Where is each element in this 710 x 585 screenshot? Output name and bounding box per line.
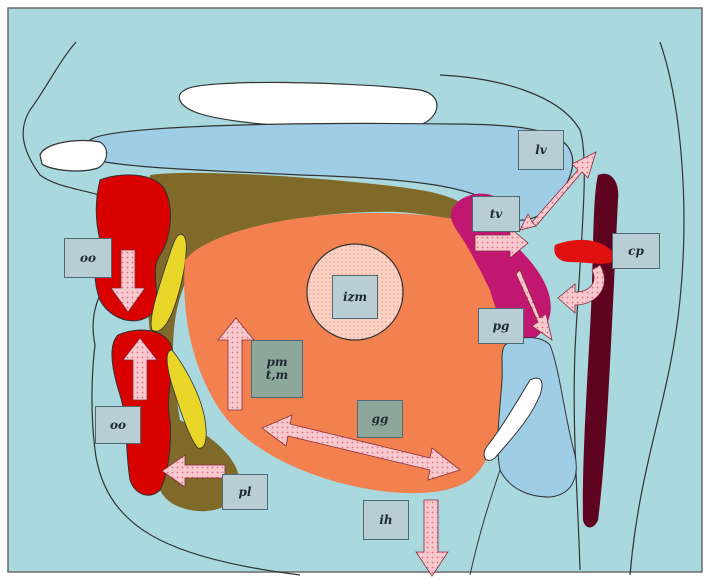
label-pg: pg (478, 308, 524, 344)
label-oo-lower-text: oo (110, 419, 126, 432)
label-ih-text: ih (379, 514, 392, 527)
label-izm: izm (332, 275, 378, 319)
label-gg-text: gg (372, 413, 389, 426)
label-tv-text: tv (490, 208, 503, 221)
label-pg-text: pg (493, 320, 510, 333)
label-tv: tv (472, 196, 520, 232)
label-oo-upper-text: oo (80, 252, 96, 265)
label-cp-text: cp (628, 245, 644, 258)
label-oo-upper: oo (64, 238, 112, 278)
label-pm-text: pm t,m (266, 356, 288, 382)
label-lv-text: lv (535, 144, 547, 157)
label-cp: cp (612, 233, 660, 269)
label-oo-lower: oo (95, 406, 141, 444)
label-izm-text: izm (343, 291, 367, 304)
label-gg: gg (357, 400, 403, 438)
label-pl-text: pl (239, 486, 252, 499)
label-pm: pm t,m (251, 340, 303, 398)
label-ih: ih (363, 500, 409, 540)
label-pl: pl (222, 474, 268, 510)
label-lv: lv (518, 130, 564, 170)
